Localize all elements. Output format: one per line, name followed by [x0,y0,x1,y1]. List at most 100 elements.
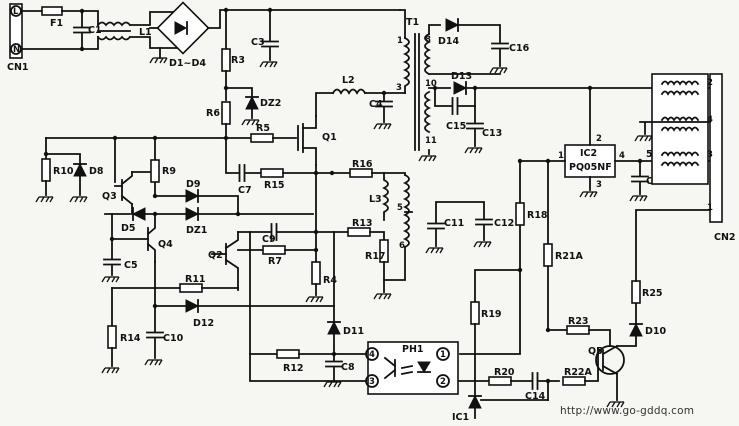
zener-dz1 [185,207,199,221]
svg-text:R4: R4 [323,275,337,286]
svg-text:C14: C14 [525,391,546,402]
resistor-r18 [515,202,525,226]
svg-text:IC2: IC2 [580,148,597,159]
svg-text:R15: R15 [264,180,285,191]
transistor-q2: Q2 [208,231,239,291]
transistor-q5: Q5 [588,344,625,376]
svg-text:R20: R20 [494,367,515,378]
svg-text:10: 10 [425,79,437,89]
capacitor-c5 [103,258,121,266]
diode-d10 [629,323,643,337]
svg-text:L3: L3 [369,194,382,205]
resistor-r9 [150,159,160,183]
svg-text:C13: C13 [482,128,502,139]
svg-text:D1~D4: D1~D4 [169,58,206,69]
svg-text:C12: C12 [494,218,514,229]
svg-text:11: 11 [425,136,437,146]
capacitor-c8 [325,360,343,368]
svg-text:4: 4 [619,151,625,161]
svg-text:R6: R6 [206,108,220,119]
svg-text:3: 3 [707,150,713,160]
resistor-r14 [107,325,117,349]
resistor-r6 [221,101,231,125]
svg-text:L1: L1 [139,27,152,38]
svg-text:R3: R3 [231,55,245,66]
svg-text:1: 1 [707,203,713,213]
svg-text:R13: R13 [352,218,373,229]
svg-text:C8: C8 [341,362,355,373]
svg-text:DZ2: DZ2 [260,98,281,109]
svg-text:CN2: CN2 [714,232,736,243]
resistor-r3 [221,48,231,72]
svg-text:2: 2 [440,377,446,387]
svg-text:PQ05NF: PQ05NF [569,162,612,173]
diode-d14 [445,18,459,32]
regulator-ic2: IC2 PQ05NF 1 2 3 4 [558,134,625,190]
svg-text:C9: C9 [262,234,276,245]
connector-cn1: L N CN1 [7,3,29,73]
resistor-r11 [179,283,203,293]
diode-d11 [327,321,341,335]
connector-cn2: 2 4 3 1 CN2 [651,73,736,243]
svg-text:C5: C5 [124,260,138,271]
capacitor-c10 [146,331,164,339]
svg-text:Q3: Q3 [102,191,117,202]
inductor-l2: L2 [331,75,367,95]
capacitor-c7 [238,164,246,182]
capacitor-c11 [427,222,445,230]
svg-text:Q4: Q4 [158,239,173,250]
resistor-r5 [250,133,274,143]
svg-text:PH1: PH1 [402,344,424,355]
resistor-r16 [349,168,373,178]
svg-text:2: 2 [596,134,602,144]
svg-text:R25: R25 [642,288,663,299]
diode-d5 [132,207,146,221]
resistor-r12 [276,349,300,359]
svg-text:1: 1 [440,350,446,360]
capacitor-c13 [466,122,484,130]
svg-text:R9: R9 [162,166,176,177]
fuse-f1: F1 [41,6,63,29]
transistor-q1: Q1 [297,115,337,166]
svg-text:C4: C4 [369,99,383,110]
transistor-q3: Q3 [102,171,134,206]
svg-text:D12: D12 [193,318,214,329]
svg-text:R5: R5 [256,123,270,134]
svg-text:5: 5 [397,203,403,213]
svg-text:R7: R7 [268,256,282,267]
svg-text:R10: R10 [53,166,74,177]
svg-text:C7: C7 [238,185,252,196]
svg-text:C10: C10 [163,333,184,344]
resistor-r23 [566,325,590,335]
svg-text:2: 2 [707,78,713,88]
svg-text:D5: D5 [121,223,136,234]
svg-text:F1: F1 [50,18,63,29]
svg-text:3: 3 [369,377,375,387]
zener-dz2 [245,96,259,110]
resistor-r22a [562,376,586,386]
resistor-r20 [488,376,512,386]
resistor-r15 [260,168,284,178]
svg-text:C16: C16 [509,43,530,54]
svg-text:Q5: Q5 [588,346,603,357]
svg-text:D8: D8 [89,166,104,177]
capacitor-c16 [491,42,509,50]
svg-text:Q1: Q1 [322,132,337,143]
resistor-r19 [470,301,480,325]
zener-d8 [73,163,87,177]
svg-text:4: 4 [707,115,713,125]
svg-text:4: 4 [369,350,375,360]
svg-text:3: 3 [396,83,402,93]
diode-d9 [185,189,199,203]
svg-text:R22A: R22A [564,367,593,378]
svg-text:R19: R19 [481,309,502,320]
svg-text:6: 6 [399,241,405,251]
capacitor-c12 [475,218,493,226]
svg-text:3: 3 [596,180,602,190]
resistor-r10 [41,158,51,182]
svg-text:C1: C1 [88,25,102,36]
shunt-regulator-ic1 [468,395,482,409]
svg-text:1: 1 [397,36,403,46]
svg-text:D9: D9 [186,179,201,190]
watermark-url: http://www.go-gddq.com [560,405,694,417]
